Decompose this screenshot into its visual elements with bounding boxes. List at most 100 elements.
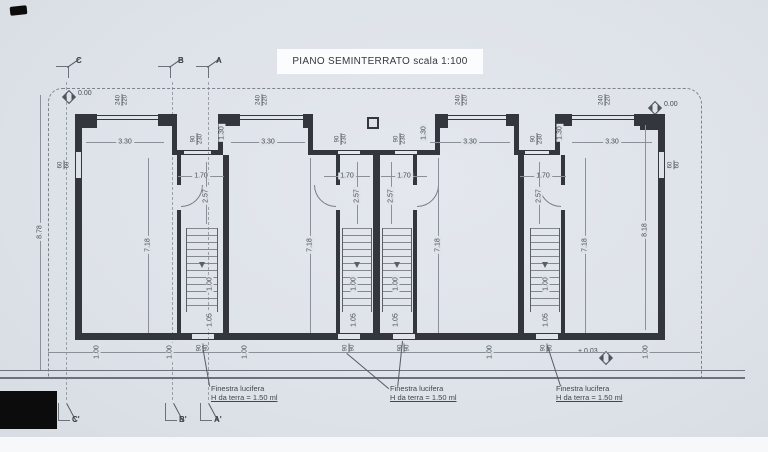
partition-wall xyxy=(177,155,181,185)
dimension-stair-end: 1.05 xyxy=(206,311,214,329)
section-label-a-prime: A' xyxy=(214,415,222,424)
door-height: 230 xyxy=(341,133,348,145)
window-note: Finestra lucifera H da terra = 1.50 ml xyxy=(390,384,457,402)
wall xyxy=(214,333,338,340)
window-note: Finestra lucifera H da terra = 1.50 ml xyxy=(211,384,278,402)
window-note-line2: H da terra = 1.50 ml xyxy=(211,393,278,402)
section-label-b: B xyxy=(178,56,184,65)
dimension-stair-end: 1.05 xyxy=(542,311,550,329)
section-label-a: A xyxy=(216,56,222,65)
window-height: 220 xyxy=(262,94,269,106)
window-note-line1: Finestra lucifera xyxy=(211,384,265,393)
dimension-module: 1.00 xyxy=(166,343,174,361)
window-width: 240 xyxy=(255,93,263,107)
road-line xyxy=(0,370,745,371)
dimension-stair-run: 2.57 xyxy=(535,187,543,205)
dimension-room-depth: 7.18 xyxy=(581,236,589,254)
road-line xyxy=(0,377,745,379)
staircase xyxy=(382,228,412,312)
basement-window-90x90 xyxy=(338,333,360,340)
window-240x220 xyxy=(95,115,158,120)
staircase xyxy=(186,228,218,312)
window-note-line1: Finestra lucifera xyxy=(390,384,444,393)
basement-window-90x90 xyxy=(192,333,214,340)
section-line-b xyxy=(172,82,173,400)
door-width: 90 xyxy=(530,132,538,146)
partition-wall xyxy=(413,155,417,185)
wall xyxy=(75,178,82,340)
dimension-module: 1.00 xyxy=(486,343,494,361)
wall xyxy=(658,178,665,340)
wall xyxy=(360,150,395,155)
window-240x220 xyxy=(240,115,303,120)
window-width: 240 xyxy=(598,93,606,107)
wall xyxy=(172,114,177,155)
dimension-stair-run: 2.57 xyxy=(387,187,395,205)
basement-window-90x90 xyxy=(536,333,558,340)
party-wall xyxy=(373,155,380,333)
section-line-c xyxy=(66,82,67,400)
section-marker-a: A xyxy=(196,56,226,78)
window-height: 220 xyxy=(122,94,129,106)
redaction-box xyxy=(0,391,57,429)
section-label-b-prime: B' xyxy=(179,415,187,424)
dimension-room-width: 3.30 xyxy=(116,138,134,146)
entry-door-90x230 xyxy=(184,150,211,155)
lot-boundary xyxy=(48,88,702,377)
stair-direction-arrow xyxy=(199,262,205,268)
drawing-title: PIANO SEMINTERRATO scala 1:100 xyxy=(292,55,468,67)
dimension-stair-width: 1.00 xyxy=(350,275,358,293)
dimension-room-width: 3.30 xyxy=(461,138,479,146)
dimension-stair-end: 1.05 xyxy=(392,311,400,329)
door-height: 230 xyxy=(400,133,407,145)
level-value: 0.00 xyxy=(78,90,92,97)
basement-window-height: 90 xyxy=(203,344,210,352)
dimension-room-width: 3.30 xyxy=(259,138,277,146)
dimension-line xyxy=(48,352,700,353)
window-240x220 xyxy=(448,115,506,120)
wall xyxy=(634,114,644,126)
dimension-stair-end: 1.05 xyxy=(350,311,358,329)
dimension-entry-width: 1.70 xyxy=(534,172,552,180)
entry-door-90x230 xyxy=(338,150,360,155)
scanner-edge xyxy=(0,437,768,452)
dimension-stair-width: 1.00 xyxy=(542,275,550,293)
wall xyxy=(435,114,440,155)
dimension-entry-width: 1.70 xyxy=(338,172,356,180)
dimension-recess: 1.30 xyxy=(420,124,428,142)
section-marker-c-prime: C' xyxy=(58,403,90,429)
scan-mark xyxy=(9,5,28,16)
wall xyxy=(558,333,665,340)
window-note-line2: H da terra = 1.50 ml xyxy=(390,393,457,402)
door-width: 90 xyxy=(334,132,342,146)
dimension-module: 1.00 xyxy=(642,343,650,361)
side-window xyxy=(658,152,665,178)
wall xyxy=(75,114,82,152)
window-height: 220 xyxy=(462,94,469,106)
dimension-entry-width: 1.70 xyxy=(192,172,210,180)
party-wall xyxy=(223,155,229,333)
wall xyxy=(158,114,172,126)
dimension-room-depth: 7.18 xyxy=(306,236,314,254)
dimension-stair-run: 2.57 xyxy=(202,187,210,205)
staircase xyxy=(342,228,372,312)
door-width: 90 xyxy=(393,132,401,146)
partition-wall xyxy=(561,210,565,333)
dimension-stair-width: 1.00 xyxy=(392,275,400,293)
window-note: Finestra lucifera H da terra = 1.50 ml xyxy=(556,384,623,402)
section-label-c: C xyxy=(76,56,82,65)
dimension-room-depth: 7.18 xyxy=(434,236,442,254)
dimension-lot-depth: 8.78 xyxy=(36,223,44,241)
wall xyxy=(360,333,393,340)
basement-window-height: 90 xyxy=(404,344,411,352)
window-width: 240 xyxy=(115,93,123,107)
party-wall xyxy=(518,155,524,333)
section-label-c-prime: C' xyxy=(72,415,80,424)
side-window-height: 60 xyxy=(64,161,71,169)
